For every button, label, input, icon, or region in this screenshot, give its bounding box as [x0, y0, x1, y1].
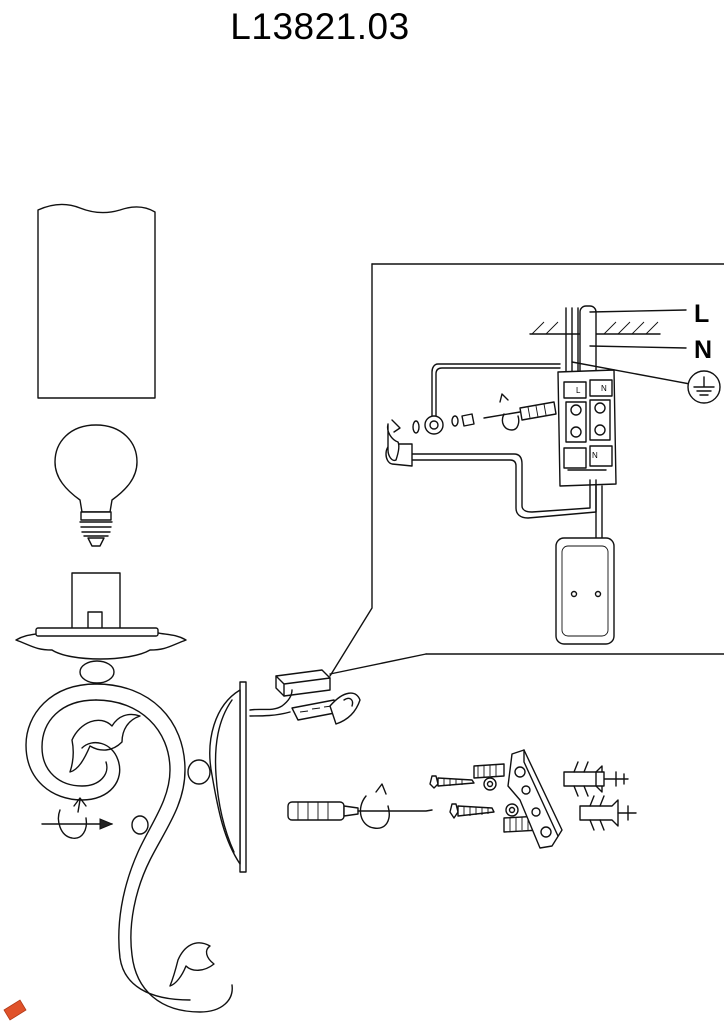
- ceiling-junction-box: [555, 485, 615, 645]
- terminal-l-mark: L: [576, 386, 581, 395]
- live-wire-label: L: [694, 300, 709, 328]
- globe-bulb: [54, 424, 138, 547]
- decorative-arm: [25, 683, 233, 1013]
- short-screw: [429, 775, 475, 789]
- rotate-arrow-icon: [359, 783, 390, 829]
- model-title: L13821.03: [230, 6, 410, 47]
- bobeche-drip-pan: [15, 627, 187, 684]
- small-screwdriver: [483, 393, 557, 431]
- neutral-wire-label: N: [694, 336, 712, 364]
- wall-plug-upper: [563, 761, 629, 797]
- earth-ground-icon: [687, 370, 721, 404]
- terminal-n-mark: N: [601, 384, 607, 393]
- threaded-stud-upper: [473, 763, 505, 791]
- wall-plug-lower: [579, 795, 637, 831]
- mounting-bracket: [507, 749, 563, 849]
- terminal-n-mark-lower: N: [592, 451, 598, 460]
- junction-box-detail: [249, 669, 361, 725]
- lamp-holder: [71, 572, 121, 635]
- large-screwdriver: [287, 801, 433, 821]
- brand-mark-icon: [3, 999, 27, 1021]
- long-screw: [449, 803, 495, 819]
- rotate-arrow-icon: [41, 797, 114, 839]
- earth-lead: [412, 363, 561, 435]
- glass-shade: [37, 203, 156, 399]
- wall-plate: [209, 681, 247, 873]
- wiring-inset: [329, 263, 724, 677]
- wire-labels: L N: [694, 300, 712, 364]
- terminal-block: L N N: [557, 369, 617, 487]
- lamp-cable: [385, 419, 597, 519]
- wall-cable-entry: [529, 305, 691, 385]
